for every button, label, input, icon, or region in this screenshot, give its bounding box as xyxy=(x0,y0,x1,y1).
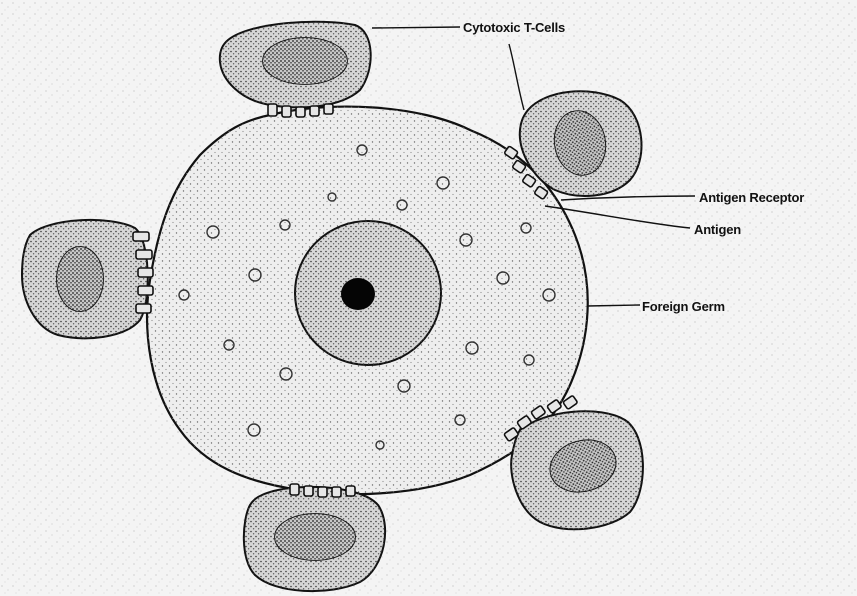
label-antigen-receptor: Antigen Receptor xyxy=(699,190,804,205)
label-cytotoxic-t-cells: Cytotoxic T-Cells xyxy=(463,20,565,35)
label-foreign-germ: Foreign Germ xyxy=(642,299,725,314)
label-antigen: Antigen xyxy=(694,222,741,237)
t-cell-top xyxy=(220,22,371,108)
t-cell-bottom-right xyxy=(511,411,643,529)
leader-line-tcells-top xyxy=(372,27,460,28)
t-cell-bottom xyxy=(244,487,385,591)
germ-nucleolus xyxy=(341,278,375,310)
leader-line-germ xyxy=(587,305,640,306)
t-cell-left xyxy=(22,220,148,338)
